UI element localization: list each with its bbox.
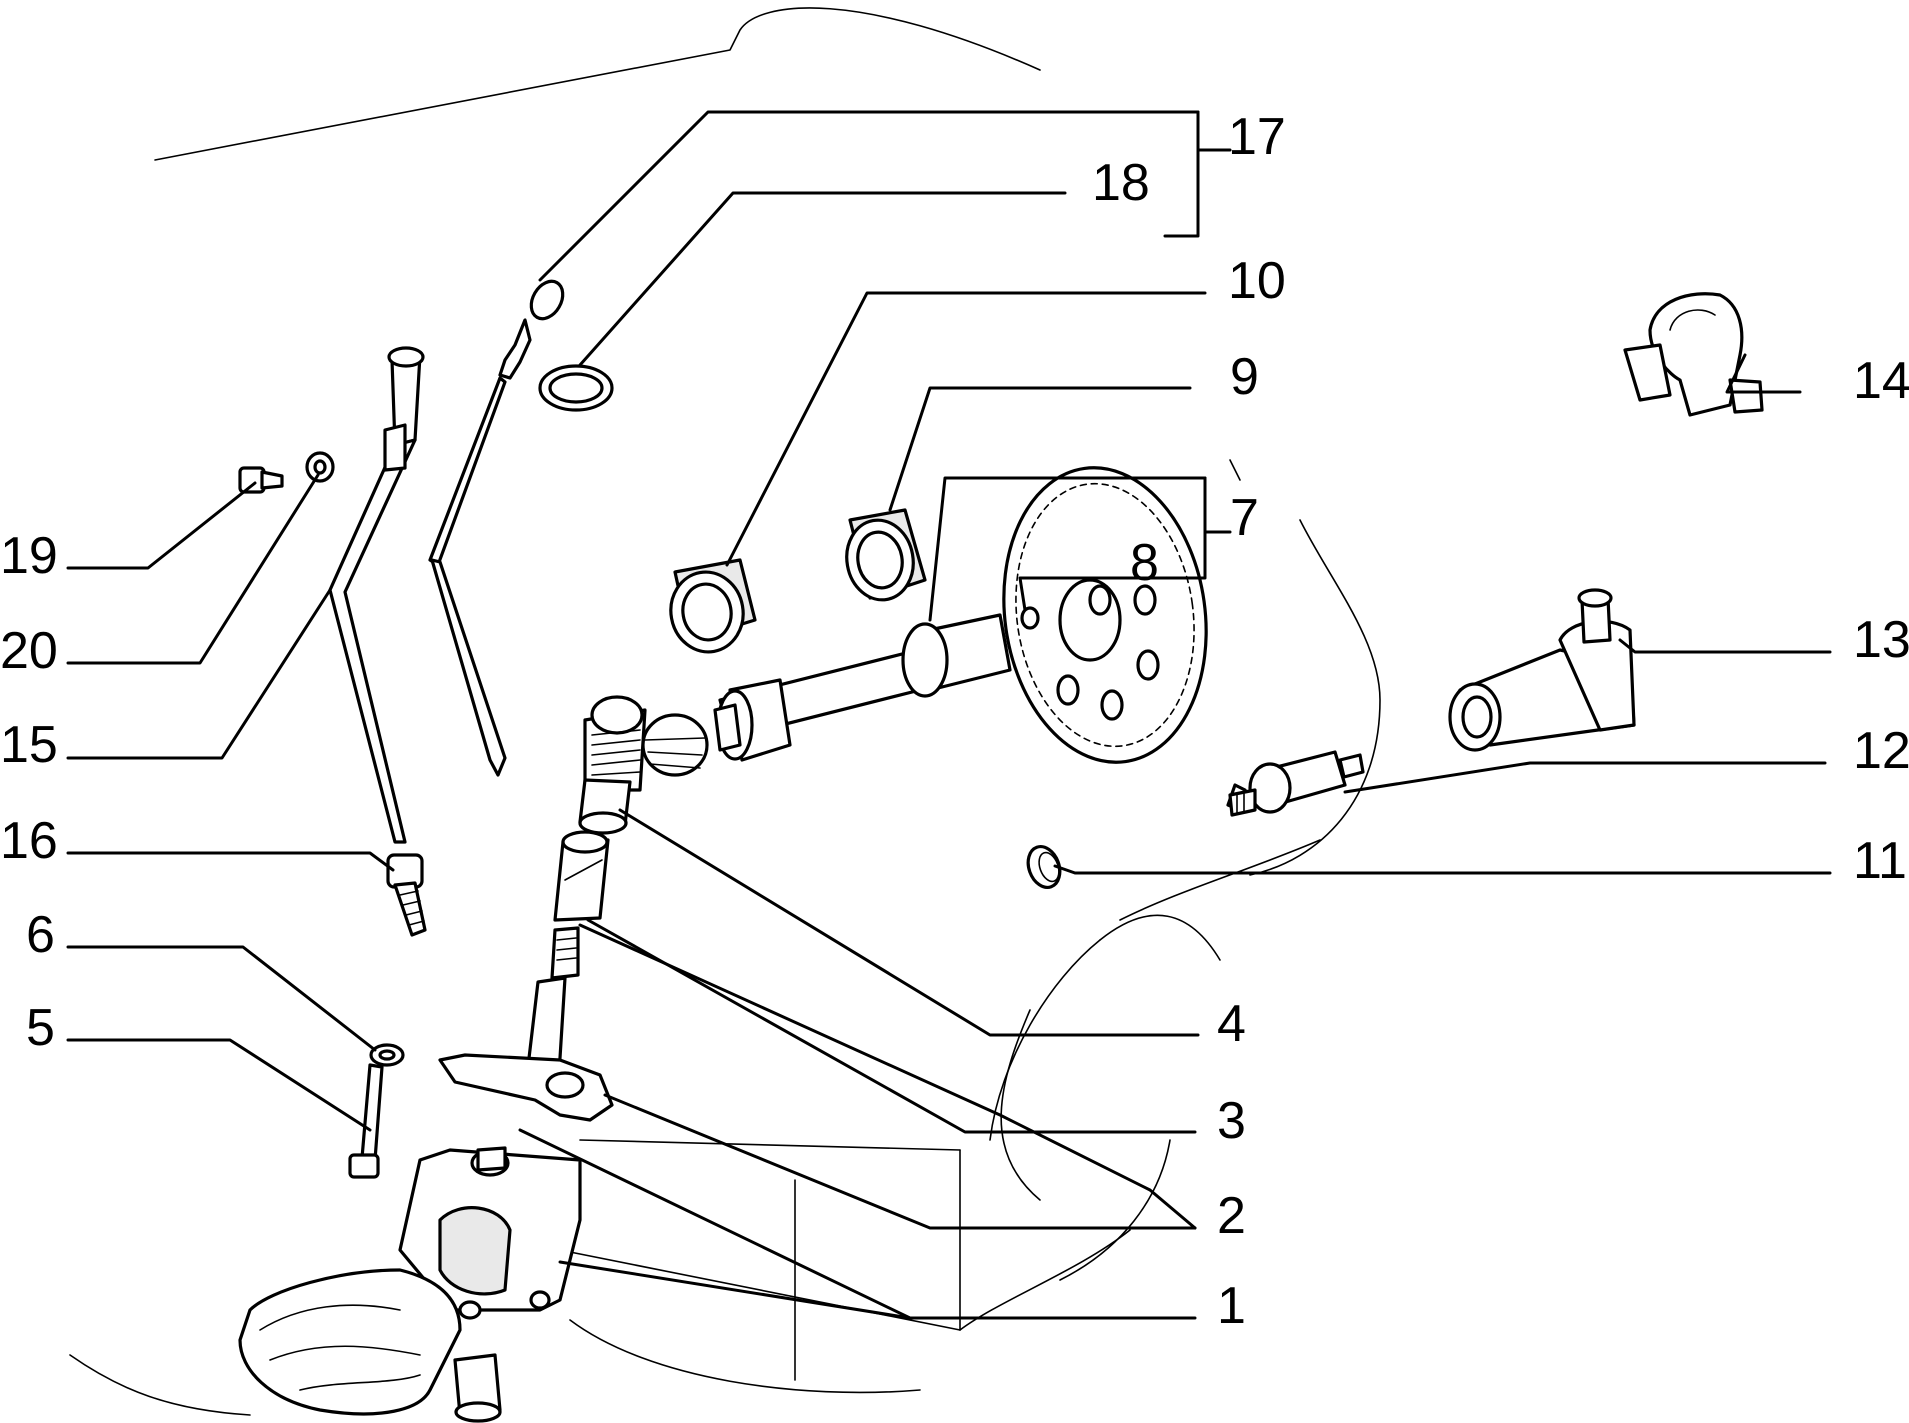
camshaft-gear: [1002, 466, 1208, 764]
bolt-small: [238, 466, 284, 494]
callout-20: 20: [0, 622, 58, 680]
washer-bolt: [369, 1043, 405, 1067]
leader-lines: [66, 110, 1832, 1320]
callout-15: 15: [0, 716, 58, 774]
callout-4: 4: [1217, 995, 1246, 1053]
snap-ring: [1026, 845, 1062, 889]
camshaft: [713, 613, 1012, 762]
callout-13: 13: [1853, 611, 1909, 669]
callout-18: 18: [1092, 154, 1150, 212]
callout-17: 17: [1228, 108, 1286, 166]
hose-clamp: [1623, 292, 1764, 417]
callout-14: 14: [1853, 352, 1909, 410]
callout-1: 1: [1217, 1277, 1246, 1335]
threaded-plug: [386, 853, 427, 937]
callout-6: 6: [26, 906, 55, 964]
callout-10: 10: [1228, 252, 1286, 310]
pump-gasket: [438, 1053, 614, 1122]
seal-ring: [845, 508, 927, 602]
callout-5: 5: [26, 999, 55, 1057]
engine-block-outline: [69, 7, 1381, 1416]
callout-12: 12: [1853, 722, 1909, 780]
callout-7: 7: [1230, 489, 1259, 547]
callout-8: 8: [1130, 534, 1159, 592]
coupling-sleeve: [553, 830, 610, 922]
callout-labels: 17 18 10 9 7 8 14 13 12 11 19 20 15 16 6…: [0, 108, 1909, 1335]
hose-elbow: [1448, 588, 1636, 752]
callout-11: 11: [1853, 832, 1907, 890]
oil-pump-assembly: [238, 1146, 582, 1423]
drive-gear: [578, 695, 709, 835]
callout-9: 9: [1230, 348, 1259, 406]
callout-19: 19: [0, 527, 58, 585]
dipstick-guide-tube: [328, 346, 425, 844]
callout-16: 16: [0, 812, 58, 870]
callout-2: 2: [1217, 1187, 1246, 1245]
dipstick: [428, 279, 565, 777]
washer-small: [305, 451, 335, 483]
seal-ring-large: [669, 558, 757, 654]
callout-3: 3: [1217, 1092, 1246, 1150]
oil-pressure-switch: [1226, 750, 1365, 817]
o-ring: [538, 364, 614, 412]
